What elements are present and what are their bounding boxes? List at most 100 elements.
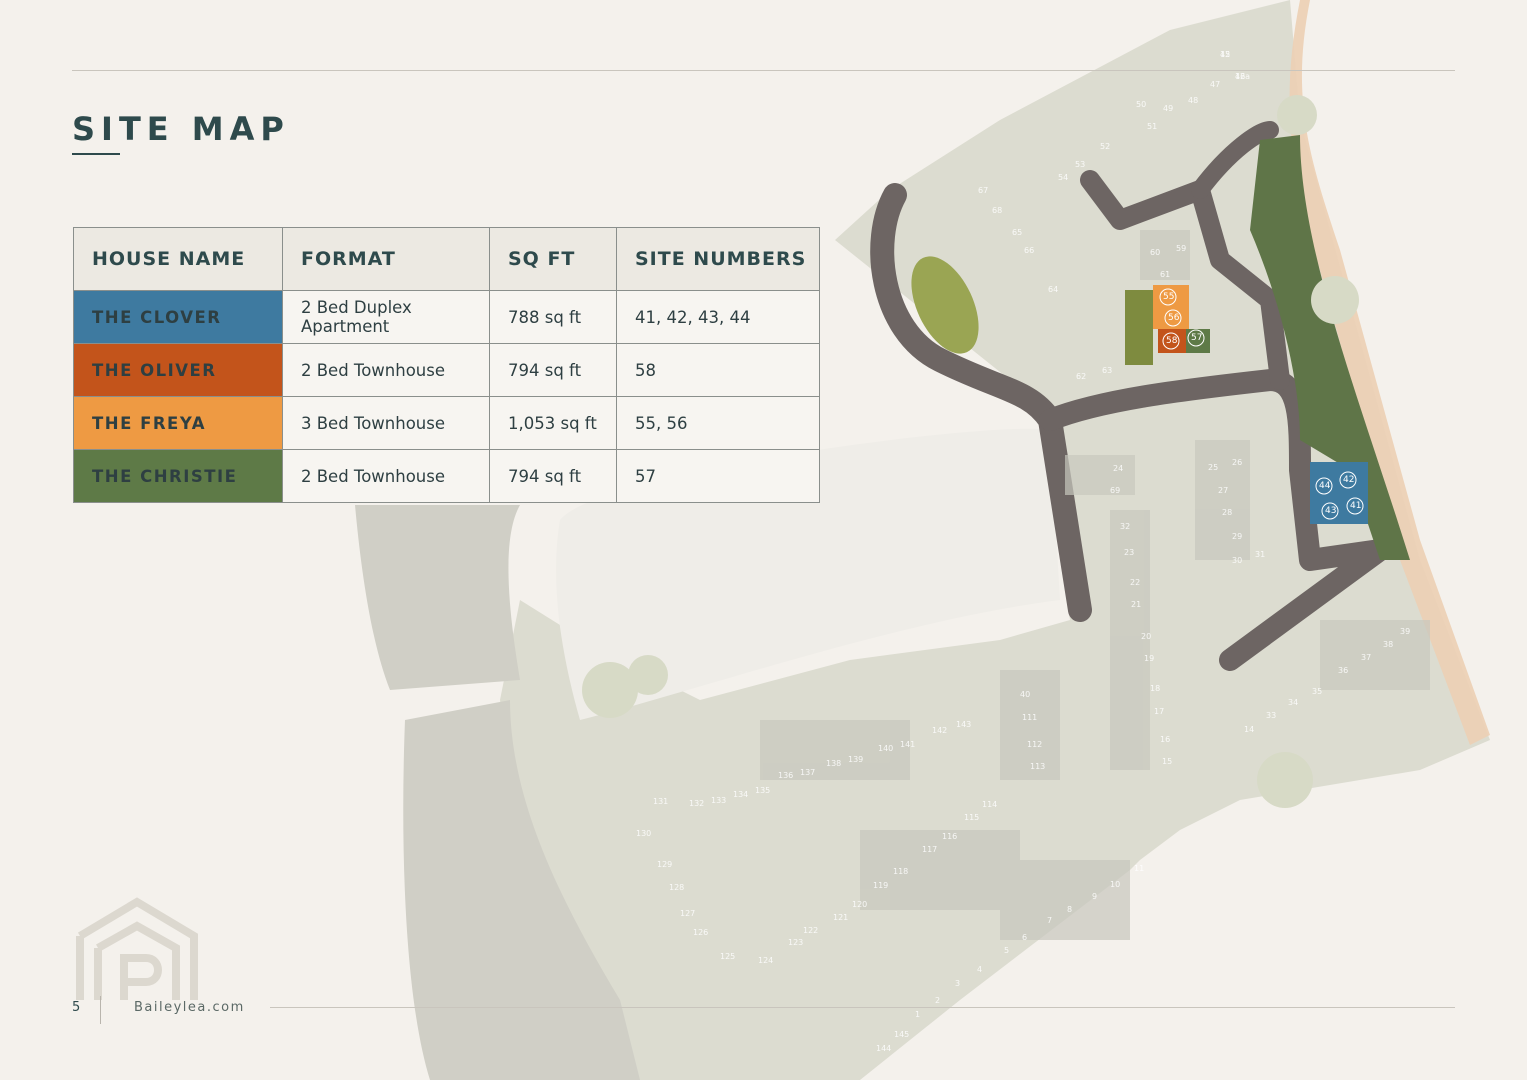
plot-label: 12a (1235, 72, 1251, 81)
plot-label: 28 (1222, 508, 1233, 517)
plot-label: 116 (942, 832, 958, 841)
plot-label: 126 (693, 928, 709, 937)
plot-label: 112 (1027, 740, 1043, 749)
plot-label: 137 (800, 768, 816, 777)
highlight-plot-labels (1159, 288, 1364, 520)
plot-label: 136 (778, 771, 794, 780)
plot-label: 16 (1160, 735, 1171, 744)
brand-logo-icon (76, 897, 198, 1000)
table-header-row: HOUSE NAME FORMAT SQ FT SITE NUMBERS (73, 227, 820, 291)
plot-label: 64 (1048, 285, 1059, 294)
faded-blocks (760, 230, 1430, 940)
plot-label: 131 (653, 797, 669, 806)
site-numbers-cell: 55, 56 (616, 396, 820, 450)
plot-label: 118 (893, 867, 909, 876)
house-name-cell: THE CLOVER (73, 290, 283, 344)
plot-label: 30 (1232, 556, 1243, 565)
plot-label: 32 (1120, 522, 1131, 531)
road-network (870, 121, 1391, 671)
plot-label: 27 (1218, 486, 1229, 495)
site-numbers-cell: 41, 42, 43, 44 (616, 290, 820, 344)
table-row: THE CHRISTIE 2 Bed Townhouse 794 sq ft 5… (73, 449, 820, 503)
page-title: SITE MAP (72, 110, 290, 148)
plot-label: 120 (852, 900, 868, 909)
plot-label: 125 (720, 952, 736, 961)
plot-label: 33 (1266, 711, 1277, 720)
title-underline (72, 153, 120, 155)
plot-label: 134 (733, 790, 749, 799)
plot-label: 2 (935, 996, 941, 1005)
site-numbers-cell: 57 (616, 449, 820, 503)
plot-label: 53 (1075, 160, 1086, 169)
plot-label: 66 (1024, 246, 1035, 255)
plot-label: 52 (1100, 142, 1111, 151)
header-format: FORMAT (282, 227, 490, 291)
plot-label: 18 (1150, 684, 1161, 693)
house-name-cell: THE OLIVER (73, 343, 283, 397)
plot-label: 17 (1154, 707, 1165, 716)
plot-label: 38 (1383, 640, 1394, 649)
table-row: THE CLOVER 2 Bed Duplex Apartment 788 sq… (73, 290, 820, 344)
plot-label: 124 (758, 956, 774, 965)
plot-label: 34 (1288, 698, 1299, 707)
plot-label: 8 (1067, 905, 1073, 914)
plot-label: 5 (1004, 946, 1010, 955)
plot-label: 46 (1235, 72, 1246, 81)
plot-label: 14 (1244, 725, 1255, 734)
house-type-table: HOUSE NAME FORMAT SQ FT SITE NUMBERS THE… (73, 227, 820, 503)
format-cell: 2 Bed Townhouse (282, 343, 490, 397)
format-cell: 2 Bed Duplex Apartment (282, 290, 490, 344)
table-row: THE FREYA 3 Bed Townhouse 1,053 sq ft 55… (73, 396, 820, 450)
plot-label: 9 (1092, 892, 1098, 901)
plot-label: 49 (1163, 104, 1174, 113)
plot-label: 60 (1150, 248, 1161, 257)
plot-label: 19 (1144, 654, 1155, 663)
footer-divider (100, 996, 101, 1024)
sqft-cell: 794 sq ft (489, 449, 617, 503)
plot-label: 111 (1022, 713, 1038, 722)
plot-label: 23 (1124, 548, 1135, 557)
plot-label: 138 (826, 759, 842, 768)
plot-label: 135 (755, 786, 771, 795)
plot-label: 15 (1162, 757, 1173, 766)
plot-label: 22 (1130, 578, 1141, 587)
plot-label: 4 (977, 965, 983, 974)
plot-label: 62 (1076, 372, 1087, 381)
plot-label: 119 (873, 881, 889, 890)
header-sqft: SQ FT (489, 227, 617, 291)
plot-label: 114 (982, 800, 998, 809)
website-link[interactable]: Baileylea.com (134, 1000, 245, 1015)
plot-label: 10 (1110, 880, 1121, 889)
plot-label: 11 (1134, 864, 1145, 873)
plot-label: 29 (1232, 532, 1243, 541)
house-name-cell: THE CHRISTIE (73, 449, 283, 503)
green-space (582, 95, 1410, 808)
site-numbers-cell: 58 (616, 343, 820, 397)
plot-label: 130 (636, 829, 652, 838)
plot-label: 36 (1338, 666, 1349, 675)
plot-label: 143 (956, 720, 972, 729)
plot-label: 1 (915, 1010, 921, 1019)
plot-label: 26 (1232, 458, 1243, 467)
plot-label: 59 (1176, 244, 1187, 253)
plot-label: 44 (1319, 481, 1331, 491)
grey-areas (355, 505, 640, 1080)
plot-label: 139 (848, 755, 864, 764)
format-cell: 3 Bed Townhouse (282, 396, 490, 450)
plot-label: 58 (1166, 336, 1178, 346)
table-row: THE OLIVER 2 Bed Townhouse 794 sq ft 58 (73, 343, 820, 397)
plot-label: 48 (1188, 96, 1199, 105)
plot-label: 39 (1400, 627, 1411, 636)
plot-label: 65 (1012, 228, 1023, 237)
plot-label: 121 (833, 913, 849, 922)
page-number: 5 (72, 1000, 81, 1015)
plot-label: 117 (922, 845, 938, 854)
plot-label: 132 (689, 799, 705, 808)
plot-label: 56 (1168, 313, 1180, 323)
header-house-name: HOUSE NAME (73, 227, 283, 291)
plot-label: 24 (1113, 464, 1124, 473)
plot-label: 25 (1208, 463, 1219, 472)
plot-label: 67 (978, 186, 989, 195)
plot-label: 145 (894, 1030, 910, 1039)
